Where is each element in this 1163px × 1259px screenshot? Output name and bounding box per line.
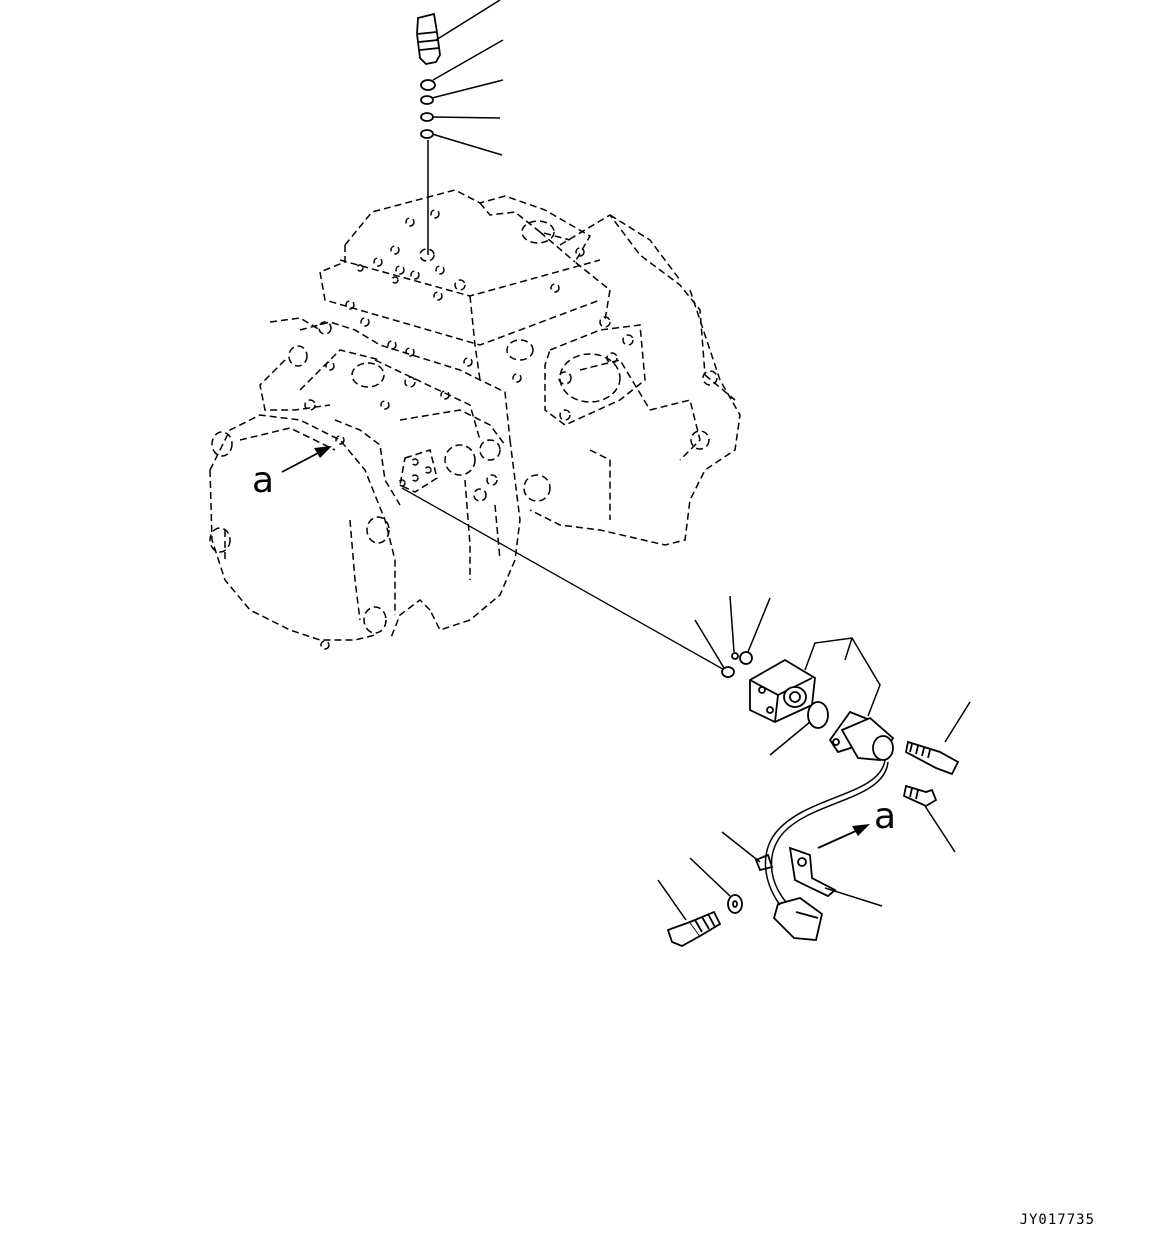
o-ring-3 xyxy=(420,112,434,122)
view-label-a-pump: a xyxy=(252,460,274,501)
o-ring-2 xyxy=(420,95,434,105)
connector xyxy=(772,897,824,941)
wire-clip xyxy=(754,853,774,872)
drawing-code: JY017735 xyxy=(1019,1212,1095,1228)
leader-lines-top xyxy=(427,0,504,255)
view-arrow-a-pump: a xyxy=(252,446,332,501)
small-o-ring-3 xyxy=(739,651,753,665)
large-o-ring xyxy=(807,701,829,729)
leader-lines-sensor xyxy=(657,595,971,921)
screw-right-lower xyxy=(902,784,938,808)
bolt-bottom-left xyxy=(666,920,702,947)
view-label-a-sensor: a xyxy=(874,796,896,837)
plug-and-o-rings xyxy=(416,12,441,139)
bolt-right-upper xyxy=(904,740,960,776)
sensor-parts xyxy=(666,651,960,947)
small-o-ring-2 xyxy=(731,652,739,660)
sensor-wire xyxy=(764,759,886,906)
view-arrow-a-sensor: a xyxy=(817,796,896,849)
o-ring-1 xyxy=(420,79,436,91)
plug xyxy=(416,12,441,65)
o-ring-4 xyxy=(420,129,434,139)
pump-assembly xyxy=(209,189,741,650)
small-o-ring-1 xyxy=(721,666,735,678)
assembly-leader-line xyxy=(401,487,729,673)
